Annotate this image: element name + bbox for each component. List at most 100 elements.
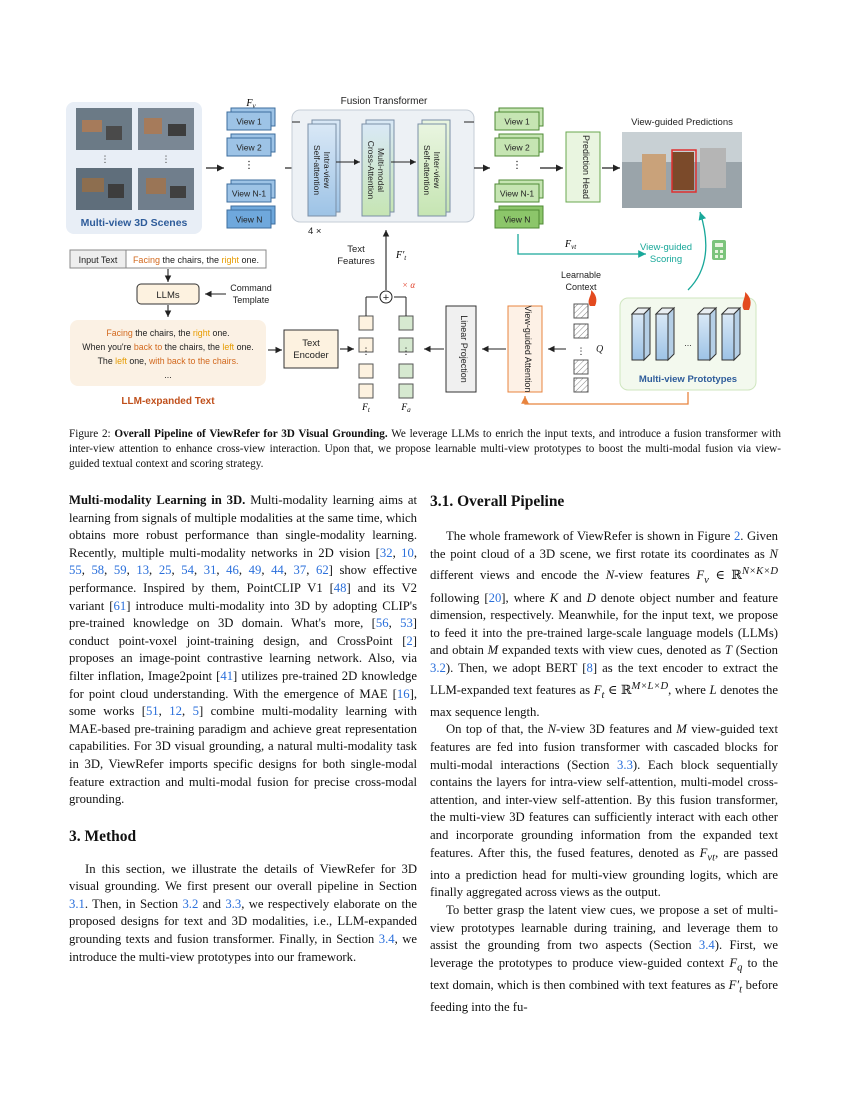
math-f: F′ <box>728 977 740 992</box>
math-f: F <box>593 682 602 697</box>
text-span: The whole framework of ViewRefer is show… <box>446 529 734 543</box>
citation-link[interactable]: 8 <box>586 660 593 675</box>
view-ellipsis: ⋮ <box>244 160 254 171</box>
citation-link[interactable]: 13 <box>136 563 150 578</box>
learnable-context-column: ⋮ <box>573 303 589 393</box>
feature-ellipsis: ⋮ <box>362 346 371 356</box>
citation-link[interactable]: 5 <box>192 704 199 719</box>
expanded-text-line: Facing the chairs, the right one. <box>106 328 229 338</box>
fusion-block <box>417 123 447 217</box>
text-span: ] combine multi-modality learning with M… <box>69 704 417 807</box>
citation-link[interactable]: 62 <box>315 563 329 578</box>
citation-link[interactable]: 44 <box>271 563 284 578</box>
context-cell <box>573 359 589 375</box>
text-span: ], where <box>501 590 550 605</box>
math-n: N <box>769 546 778 561</box>
feature-cell <box>358 337 374 353</box>
view-label: View 1 <box>236 117 262 127</box>
feature-cell <box>398 337 414 353</box>
linear-projection-box <box>445 305 477 393</box>
fv-sub: v <box>253 102 257 110</box>
citation-link[interactable]: 46 <box>226 563 239 578</box>
caption-prefix: Figure 2: <box>69 428 115 440</box>
view-box <box>226 209 272 229</box>
citation-link[interactable]: 20 <box>488 590 502 605</box>
prototype-cube-side <box>667 306 675 362</box>
view-box <box>494 209 540 229</box>
prototype-cube <box>655 313 669 361</box>
expanded-text-line: ... <box>164 370 171 380</box>
view-label: View 2 <box>236 143 262 153</box>
pipeline-paragraph-3: To better grasp the latent view cues, we… <box>430 902 778 1017</box>
citation-link[interactable]: 58 <box>91 563 105 578</box>
math-f: F <box>699 845 708 860</box>
citation-link[interactable]: 55 <box>69 563 82 578</box>
citation-link[interactable]: 56 <box>375 616 389 631</box>
section-link[interactable]: 3.2 <box>182 896 199 911</box>
prototype-cube-side <box>643 306 651 362</box>
context-ellipsis: ⋮ <box>577 346 586 356</box>
view-box <box>226 137 272 157</box>
citation-link[interactable]: 51 <box>145 704 159 719</box>
text-span: , where <box>668 682 710 697</box>
text-span: ). Each block sequentially contains the … <box>430 757 778 860</box>
prototype-cube <box>631 313 645 361</box>
section-link[interactable]: 3.4 <box>378 932 395 947</box>
section-link[interactable]: 3.1 <box>69 896 85 911</box>
svg-text:Fv: Fv <box>245 98 256 110</box>
subsection-title: 3.1. Overall Pipeline <box>430 493 565 510</box>
expanded-text-line: The left one, with back to the chairs. <box>98 356 239 366</box>
text-span: . Then, in Section <box>84 896 183 911</box>
math-sup: N×K×D <box>741 566 779 578</box>
section-link[interactable]: 3.2 <box>430 660 446 675</box>
figure-link[interactable]: 2 <box>733 529 741 543</box>
citation-link[interactable]: 12 <box>169 704 182 719</box>
citation-link[interactable]: 31 <box>203 563 217 578</box>
citation-link[interactable]: 54 <box>181 563 194 578</box>
section-link[interactable]: 3.3 <box>225 896 242 911</box>
citation-link[interactable]: 59 <box>113 563 127 578</box>
section-link[interactable]: 3.4 <box>698 938 715 953</box>
ft-prime-sub: t <box>404 254 407 262</box>
view-ellipsis: ⋮ <box>512 160 522 171</box>
citation-link[interactable]: 2 <box>406 633 413 648</box>
feature-cell <box>398 315 414 331</box>
expanded-text-line: When you're back to the chairs, the left… <box>82 342 253 352</box>
citation-link[interactable]: 49 <box>248 563 262 578</box>
fq-sub: q <box>407 406 411 412</box>
svg-text:...: ... <box>684 338 692 348</box>
text-span: ] show effective performance. Inspired b… <box>69 563 418 595</box>
text-span: ] introduce multi-modality into 3D by ad… <box>69 598 418 631</box>
view-label: View N-1 <box>232 189 267 199</box>
scoring-line-2: Scoring <box>650 254 682 265</box>
prediction-image <box>622 132 742 208</box>
fv-label: F <box>245 98 253 109</box>
citation-link[interactable]: 16 <box>396 686 410 701</box>
context-cell <box>573 323 589 339</box>
citation-link[interactable]: 61 <box>113 598 127 613</box>
prototypes-label: Multi-view Prototypes <box>639 374 737 385</box>
view-label: View N <box>236 215 263 225</box>
citation-link[interactable]: 48 <box>333 580 347 595</box>
citation-link[interactable]: 41 <box>220 668 234 683</box>
text-span: ] proposes an image-point contrastive le… <box>69 633 417 683</box>
text-span: before feeding into the fu- <box>430 977 778 1014</box>
input-text-value: Facing the chairs, the right one. <box>133 255 259 265</box>
citation-link[interactable]: 32 <box>379 545 393 560</box>
fvt-sub: vt <box>571 243 577 251</box>
llms-label: LLMs <box>156 290 179 301</box>
math-in: ∈ ℝ <box>604 682 632 697</box>
text-span: denote object number and feature dimensi… <box>430 590 778 658</box>
text-span: -view 3D features and <box>556 722 677 737</box>
citation-link[interactable]: 53 <box>400 616 413 631</box>
citation-link[interactable]: 25 <box>158 563 172 578</box>
svg-text:F′t: F′t <box>395 250 407 262</box>
feature-cell <box>398 363 414 379</box>
section-link[interactable]: 3.3 <box>617 757 633 772</box>
svg-text:Fq: Fq <box>400 403 411 412</box>
citation-link[interactable]: 37 <box>293 563 307 578</box>
citation-list: 51, 12, 5 <box>145 704 199 719</box>
citation-list: 56, 53 <box>375 616 413 631</box>
text-span: ], some works [ <box>69 686 417 719</box>
citation-link[interactable]: 10 <box>401 545 414 560</box>
